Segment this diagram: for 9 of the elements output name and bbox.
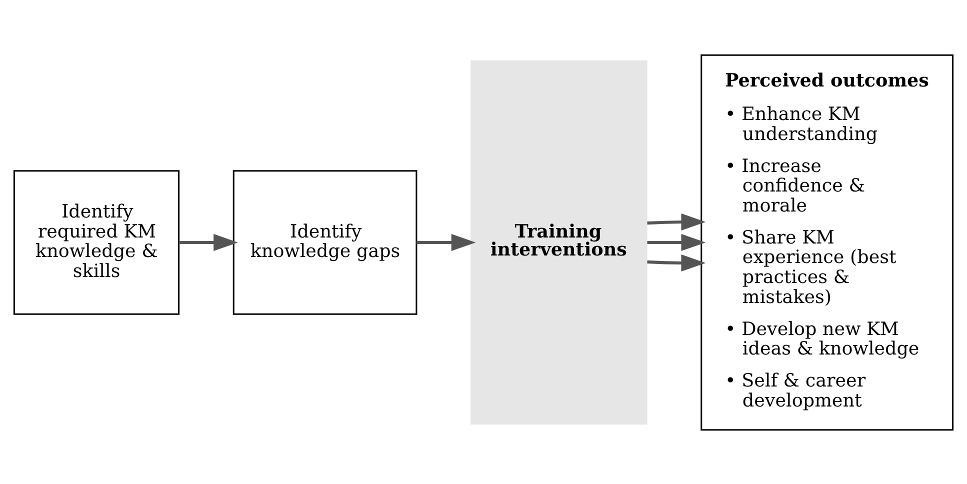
arrow: [416, 233, 476, 251]
node-box: Perceived outcomes • Enhance KM understanding • Increase confidence & morale • Share KM experience (best practices & mistakes) • Develop new KM ideas & knowledge • Self & career development: [700, 54, 954, 430]
arrow: [178, 233, 238, 251]
node-box: Training interventions: [470, 60, 648, 424]
node-box: Identify knowledge gaps: [232, 170, 418, 314]
arrow: [647, 212, 706, 230]
arrow: [647, 254, 706, 272]
node-box: Identify required KM knowledge & skills: [13, 170, 180, 314]
arrow: [647, 233, 706, 251]
